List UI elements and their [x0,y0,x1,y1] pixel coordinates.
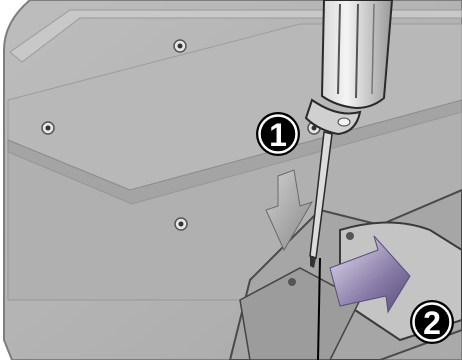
step-2-number: 2 [423,305,441,341]
bracket-screw [346,232,354,240]
screw-hole [174,40,186,52]
step-2-badge: 2 [410,300,454,344]
bracket-screw [288,278,296,286]
step-1-badge: 1 [256,112,300,156]
screw-hole [42,122,54,134]
screw-hole [175,218,187,230]
step-1-number: 1 [269,117,287,153]
